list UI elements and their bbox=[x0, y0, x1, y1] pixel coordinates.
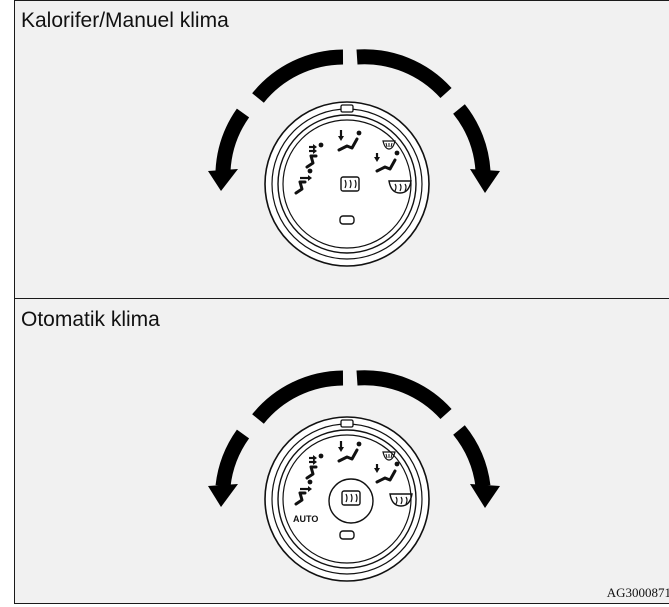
arrow-head-left bbox=[208, 169, 238, 191]
arrow-head-right bbox=[470, 484, 500, 508]
arrow-segment-upper-right bbox=[356, 370, 452, 420]
dial-bottom-notch bbox=[339, 215, 355, 225]
arrow-segment-upper-right bbox=[356, 49, 452, 99]
arrow-segment-left bbox=[215, 108, 250, 172]
mode-dial-diagram: AUTO bbox=[208, 370, 500, 582]
mode-dial[interactable]: AUTO bbox=[264, 416, 430, 582]
panel-automatic-climate: Otomatik klima AUTO bbox=[15, 300, 669, 603]
panel-divider bbox=[15, 298, 669, 299]
auto-label: AUTO bbox=[293, 514, 318, 524]
mode-dial-diagram bbox=[208, 49, 500, 267]
dial-top-indicator bbox=[340, 104, 354, 113]
arrow-segment-left bbox=[215, 429, 250, 488]
mode-dial[interactable] bbox=[264, 101, 430, 267]
dial-top-indicator bbox=[340, 419, 354, 428]
diagram-frame: Kalorifer/Manuel klima bbox=[14, 0, 669, 604]
figure-code: AG3000871 bbox=[606, 585, 669, 600]
arrow-segment-upper-left bbox=[252, 49, 344, 103]
dial-bottom-notch bbox=[339, 530, 355, 540]
panel-title: Kalorifer/Manuel klima bbox=[21, 9, 229, 32]
arrow-segment-right bbox=[453, 425, 491, 488]
arrow-head-right bbox=[470, 169, 500, 193]
panel-manual-climate: Kalorifer/Manuel klima bbox=[15, 1, 669, 299]
arrow-segment-right bbox=[453, 104, 491, 172]
arrow-segment-upper-left bbox=[252, 370, 344, 424]
panel-title: Otomatik klima bbox=[21, 308, 160, 331]
arrow-head-left bbox=[208, 484, 238, 507]
